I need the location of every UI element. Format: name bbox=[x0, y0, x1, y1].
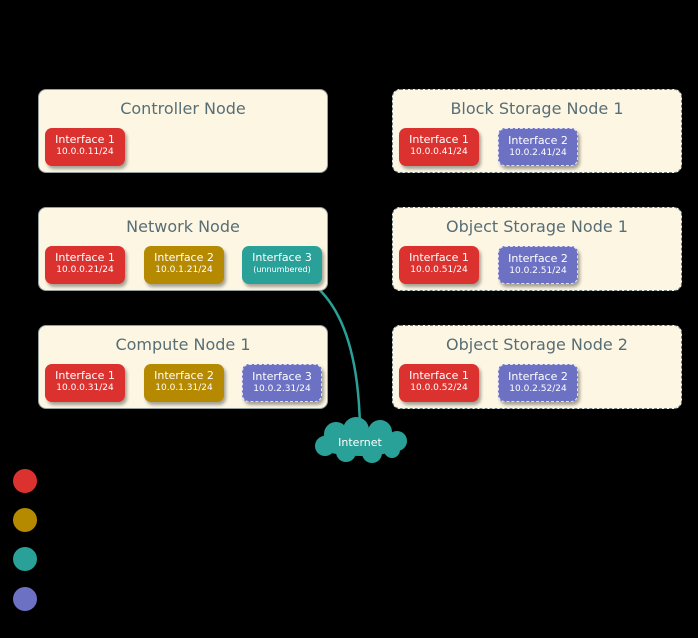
interface-name: Interface 2 bbox=[508, 134, 568, 147]
interface-name: Interface 1 bbox=[409, 369, 469, 382]
compute-node-1: Compute Node 1 Interface 1 10.0.0.31/24 … bbox=[38, 325, 328, 409]
interface-1: Interface 1 10.0.0.31/24 bbox=[45, 364, 125, 402]
network-node: Network Node Interface 1 10.0.0.21/24 In… bbox=[38, 207, 328, 291]
node-title: Compute Node 1 bbox=[115, 335, 251, 354]
block-storage-node-1: Block Storage Node 1 Interface 1 10.0.0.… bbox=[392, 89, 682, 173]
node-title: Object Storage Node 1 bbox=[446, 217, 628, 236]
interface-name: Interface 2 bbox=[508, 252, 568, 265]
legend-dot-tunnel bbox=[13, 508, 37, 532]
interface-address: 10.0.0.11/24 bbox=[56, 147, 114, 157]
interface-address: 10.0.1.21/24 bbox=[155, 265, 213, 275]
interface-address: 10.0.0.51/24 bbox=[410, 265, 468, 275]
internet-link-line bbox=[312, 283, 362, 429]
interface-address: 10.0.0.21/24 bbox=[56, 265, 114, 275]
interface-address: 10.0.0.31/24 bbox=[56, 383, 114, 393]
node-title: Object Storage Node 2 bbox=[446, 335, 628, 354]
interface-address: 10.0.0.41/24 bbox=[410, 147, 468, 157]
interface-address: 10.0.1.31/24 bbox=[155, 383, 213, 393]
interface-name: Interface 1 bbox=[55, 251, 115, 264]
legend-dot-management bbox=[13, 469, 37, 493]
interface-name: Interface 2 bbox=[508, 370, 568, 383]
node-title: Network Node bbox=[126, 217, 240, 236]
interface-1: Interface 1 10.0.0.52/24 bbox=[399, 364, 479, 402]
interface-1: Interface 1 10.0.0.11/24 bbox=[45, 128, 125, 166]
object-storage-node-1: Object Storage Node 1 Interface 1 10.0.0… bbox=[392, 207, 682, 291]
interface-name: Interface 3 bbox=[252, 251, 312, 264]
object-storage-node-2: Object Storage Node 2 Interface 1 10.0.0… bbox=[392, 325, 682, 409]
legend-dot-external bbox=[13, 547, 37, 571]
interface-name: Interface 2 bbox=[154, 251, 214, 264]
interface-2: Interface 2 10.0.2.41/24 bbox=[498, 128, 578, 166]
interface-address: 10.0.2.41/24 bbox=[509, 148, 567, 158]
interface-address: 10.0.2.31/24 bbox=[253, 384, 311, 394]
interface-address: (unnumbered) bbox=[253, 265, 311, 274]
internet-cloud-icon bbox=[315, 417, 407, 463]
interface-address: 10.0.0.52/24 bbox=[410, 383, 468, 393]
interface-1: Interface 1 10.0.0.21/24 bbox=[45, 246, 125, 284]
interface-2: Interface 2 10.0.2.52/24 bbox=[498, 364, 578, 402]
interface-name: Interface 1 bbox=[409, 251, 469, 264]
interface-address: 10.0.2.51/24 bbox=[509, 266, 567, 276]
node-title: Controller Node bbox=[120, 99, 246, 118]
interface-name: Interface 1 bbox=[409, 133, 469, 146]
interface-2: Interface 2 10.0.2.51/24 bbox=[498, 246, 578, 284]
interface-name: Interface 2 bbox=[154, 369, 214, 382]
interface-name: Interface 3 bbox=[252, 370, 312, 383]
interface-3: Interface 3 (unnumbered) bbox=[242, 246, 322, 284]
interface-3: Interface 3 10.0.2.31/24 bbox=[242, 364, 322, 402]
interface-1: Interface 1 10.0.0.41/24 bbox=[399, 128, 479, 166]
interface-name: Interface 1 bbox=[55, 369, 115, 382]
node-title: Block Storage Node 1 bbox=[450, 99, 624, 118]
interface-name: Interface 1 bbox=[55, 133, 115, 146]
interface-2: Interface 2 10.0.1.31/24 bbox=[144, 364, 224, 402]
interface-2: Interface 2 10.0.1.21/24 bbox=[144, 246, 224, 284]
interface-1: Interface 1 10.0.0.51/24 bbox=[399, 246, 479, 284]
controller-node: Controller Node Interface 1 10.0.0.11/24 bbox=[38, 89, 328, 173]
legend-dot-storage bbox=[13, 587, 37, 611]
internet-label: Internet bbox=[338, 436, 382, 449]
interface-address: 10.0.2.52/24 bbox=[509, 384, 567, 394]
